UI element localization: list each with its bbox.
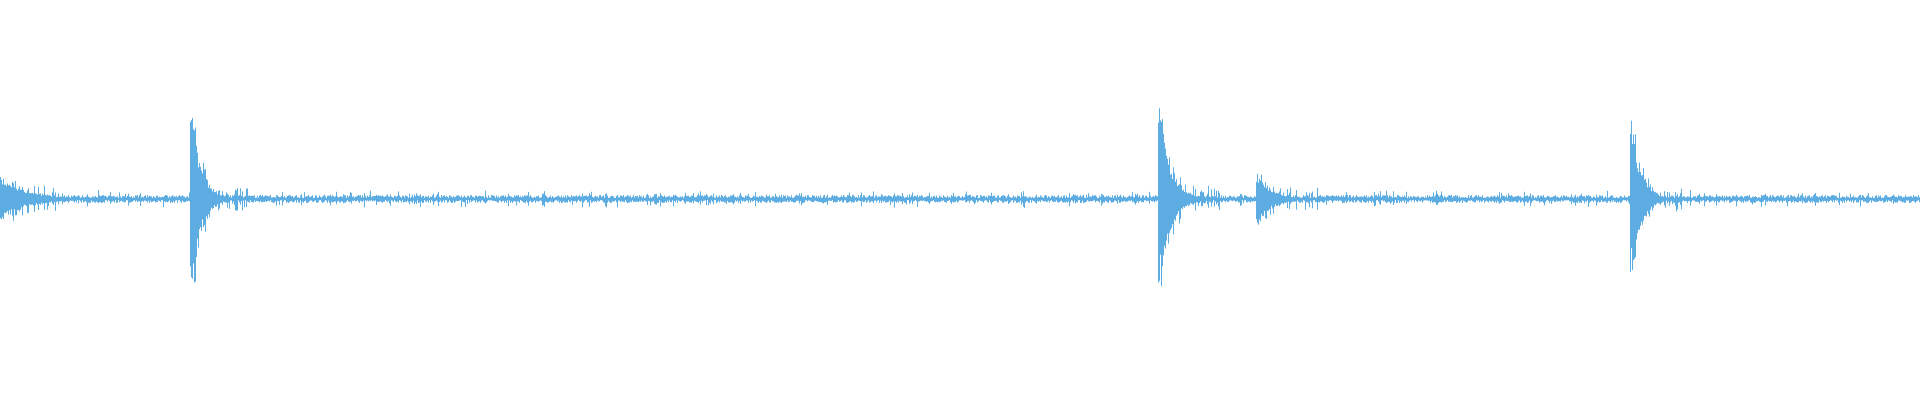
waveform-path (0, 108, 1920, 287)
